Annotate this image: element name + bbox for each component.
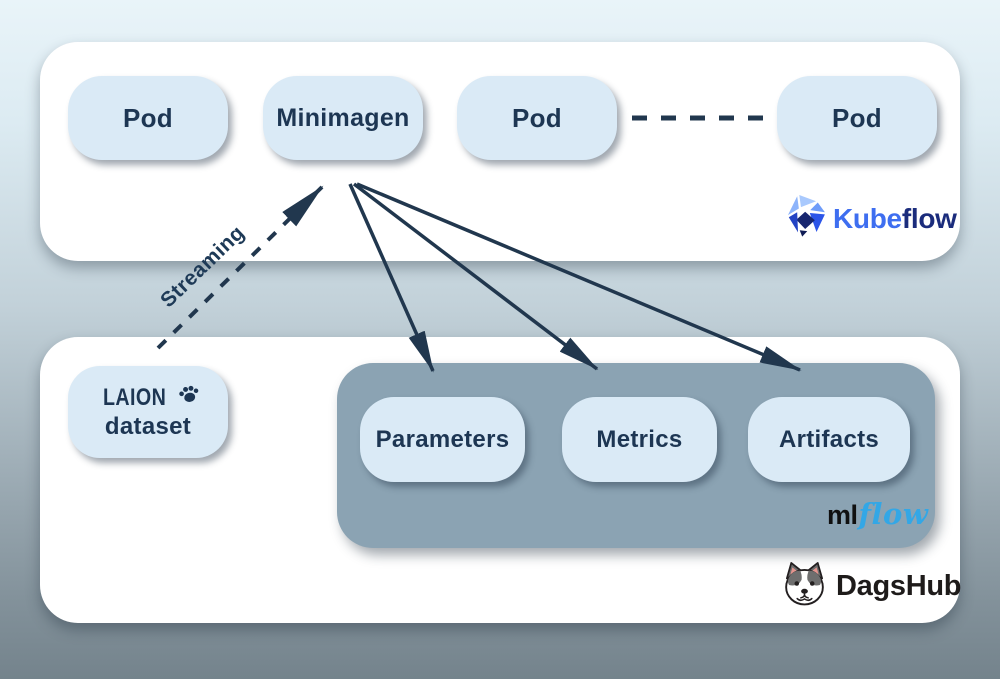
laion-dataset-node: LAION dataset: [68, 366, 228, 458]
mlflow-parameters-node: Parameters: [360, 397, 525, 482]
mlflow-artifacts-node: Artifacts: [748, 397, 910, 482]
mlflow-metrics-node: Metrics: [562, 397, 717, 482]
mlflow-logo: ml flow: [827, 497, 928, 531]
pod-node: Pod: [457, 76, 617, 160]
kubeflow-logo-text-kube: Kube: [833, 202, 902, 234]
dagshub-logo: DagsHub: [781, 556, 961, 616]
pod-node: Pod: [777, 76, 937, 160]
mlflow-logo-text-ml: ml: [827, 500, 858, 530]
paw-icon: [178, 383, 200, 412]
kubeflow-logo-text-flow: flow: [901, 202, 957, 234]
kubeflow-icon: [785, 193, 827, 244]
pod-node: Pod: [68, 76, 228, 160]
mlflow-logo-text-flow: flow: [858, 497, 929, 531]
dagshub-dog-icon: [781, 556, 828, 616]
dagshub-logo-text: DagsHub: [836, 569, 962, 602]
kubeflow-logo: Kubeflow: [785, 193, 957, 244]
laion-sublabel: dataset: [104, 413, 192, 440]
laion-label: LAION: [102, 384, 167, 411]
minimagen-node: Minimagen: [263, 76, 423, 160]
